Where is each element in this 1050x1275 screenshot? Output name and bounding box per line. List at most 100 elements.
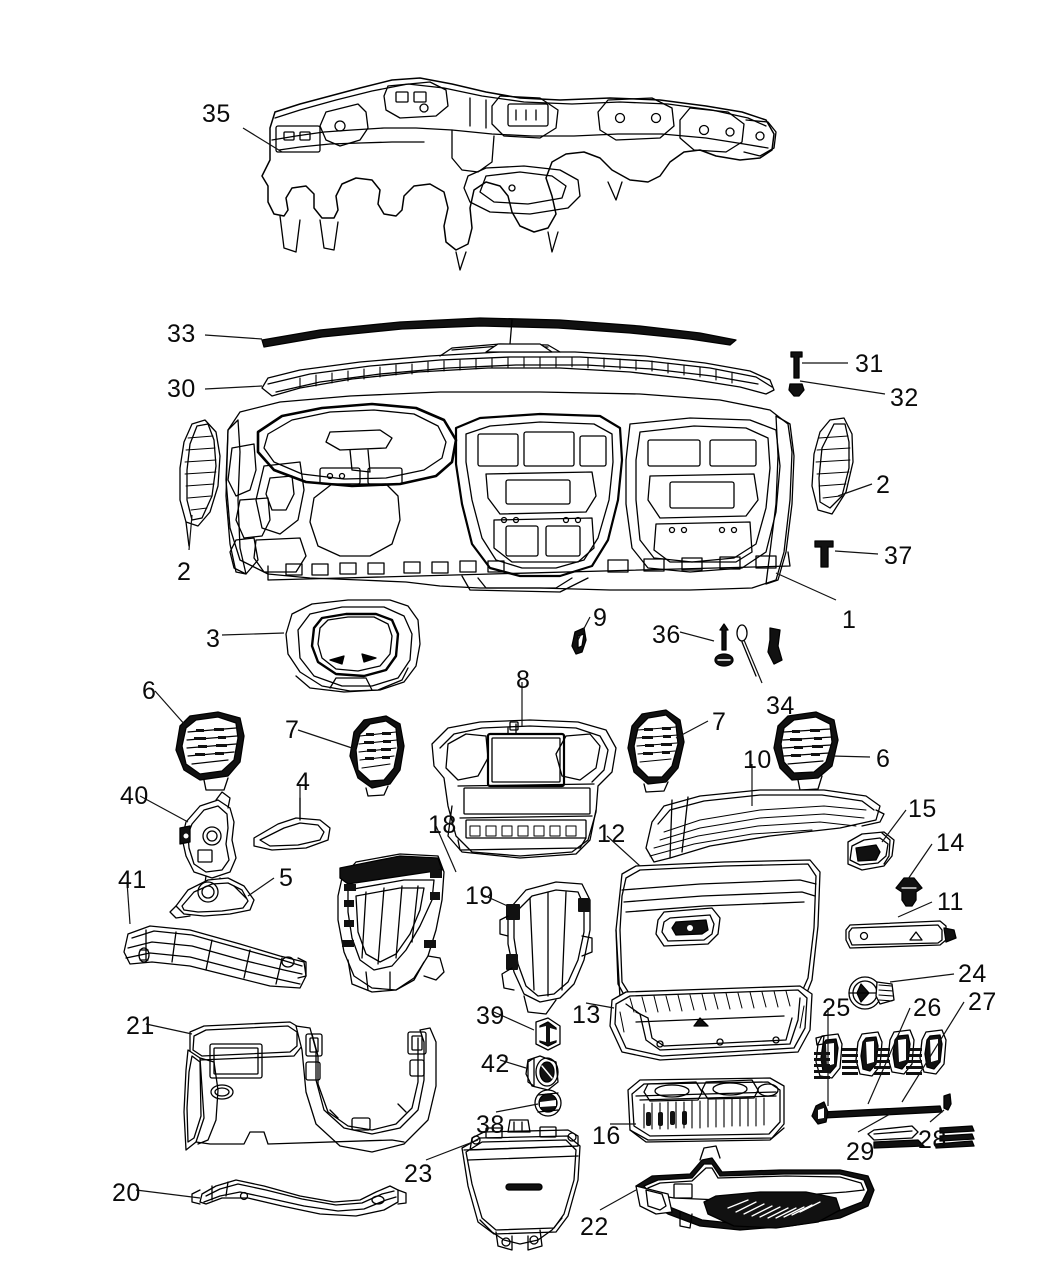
callout-11-striker-bar: 11	[937, 888, 964, 916]
part-22-console-bracket	[635, 1145, 875, 1231]
leader-line-28	[929, 1109, 945, 1123]
part-6-right-air-outlet	[773, 711, 839, 791]
callout-20-lower-crossmember-brace: 20	[112, 1179, 141, 1207]
callout-37-bolt: 37	[884, 542, 913, 570]
leader-line-14	[905, 843, 933, 883]
leader-line-5	[247, 877, 275, 897]
callout-14-push-pin: 14	[936, 829, 965, 857]
part-20-cross-brace	[191, 1179, 407, 1217]
callout-6-outboard-air-outlet-left: 6	[142, 677, 157, 705]
leader-line-6	[154, 690, 187, 727]
callout-38-socket-cap: 38	[476, 1111, 505, 1139]
callout-16-glove-box-damper-tray: 16	[592, 1122, 621, 1150]
callout-10-upper-glove-box-trim: 10	[743, 746, 772, 774]
leader-line-30	[204, 385, 263, 390]
part-8-center-stack-bezel	[431, 719, 617, 859]
part-37-bolt	[814, 540, 834, 568]
part-2-left-demister-duct	[179, 419, 221, 547]
leader-line-41	[126, 881, 131, 925]
part-35-crossbeam	[261, 77, 777, 271]
part-15-latch-handle	[847, 831, 895, 871]
callout-5-end-cap-trim: 5	[279, 864, 294, 892]
part-24-ignition-lock	[848, 976, 895, 1010]
part-7-right-air-outlet	[627, 709, 685, 793]
callout-31-screw: 31	[855, 350, 884, 378]
part-4-trim-cap	[253, 797, 331, 851]
leader-line-19	[480, 893, 513, 909]
leader-line-34	[743, 639, 763, 684]
part-2-right-demister-duct	[811, 417, 854, 515]
callout-28-clip-small: 28	[918, 1126, 947, 1154]
callout-1-instrument-panel-base-assembly: 1	[842, 606, 857, 634]
callout-33-upper-defroster-grille-seal: 33	[167, 320, 196, 348]
callout-8-center-stack-bezel: 8	[516, 666, 531, 694]
callout-2-side-window-demister-duct-left: 2	[177, 558, 192, 586]
callout-30-defroster-grille: 30	[167, 375, 196, 403]
leader-line-39	[493, 1011, 535, 1031]
leader-line-2	[837, 483, 873, 497]
part-31-screw	[790, 351, 803, 379]
callout-12-glove-box-door: 12	[597, 820, 626, 848]
leader-line-7	[297, 729, 353, 749]
part-33-seal-strip	[261, 317, 737, 348]
leader-line-7	[675, 720, 709, 739]
callout-15-glove-box-latch-handle: 15	[908, 795, 937, 823]
part-11-striker-bar	[845, 920, 957, 949]
leader-line-42	[499, 1059, 527, 1069]
callout-42-cigar-lighter-element: 42	[481, 1050, 510, 1078]
leader-line-1	[775, 572, 837, 601]
callout-25-spring-clip-a: 25	[822, 994, 851, 1022]
leader-line-15	[881, 809, 907, 843]
callout-40-latch-striker-bracket: 40	[120, 782, 149, 810]
part-38-socket-cap	[534, 1089, 562, 1117]
callout-32-push-pin-retainer: 32	[890, 384, 919, 412]
callout-26-spring-clip-b: 26	[913, 994, 942, 1022]
part-39-power-outlet	[535, 1017, 561, 1051]
part-19-knee-bolster-right	[499, 881, 593, 1015]
callout-18-knee-bolster-reinforcement-left: 18	[428, 811, 457, 839]
part-41-lower-beam	[123, 925, 307, 989]
leader-line-23	[425, 1139, 479, 1161]
callout-22-center-floor-console-bracket: 22	[580, 1213, 609, 1241]
part-16-damper-tray	[627, 1077, 785, 1143]
part-30-defroster-grille	[261, 319, 775, 397]
leader-line-21	[145, 1023, 193, 1035]
leader-line-40	[139, 795, 189, 823]
part-40-latch-bracket	[179, 791, 237, 893]
callout-7-center-air-outlet-right: 7	[712, 708, 727, 736]
callout-27-spring-clip-c: 27	[968, 988, 997, 1016]
leader-line-29	[857, 1113, 891, 1133]
callout-41-lower-reinforcement-beam: 41	[118, 866, 147, 894]
callout-29-retainer-strip: 29	[846, 1138, 875, 1166]
callout-23-storage-bin-module: 23	[404, 1160, 433, 1188]
part-42-lighter-element	[525, 1055, 559, 1091]
leader-line-2	[188, 514, 193, 551]
part-7-left-air-outlet	[349, 715, 405, 797]
callout-3-cluster-bezel: 3	[206, 625, 221, 653]
part-23-storage-bin	[461, 1119, 581, 1251]
callout-19-knee-bolster-panel-right: 19	[465, 882, 494, 910]
leader-line-11	[897, 901, 933, 918]
part-6-left-air-outlet	[175, 711, 245, 791]
part-10-upper-trim	[645, 789, 885, 863]
leader-line-18	[435, 825, 457, 873]
part-32-push-pin	[788, 383, 805, 397]
part-1-instrument-panel-base	[225, 391, 795, 593]
part-21-lower-column-cover	[183, 1021, 437, 1153]
callout-34-grommet: 34	[766, 692, 795, 720]
part-18-knee-bolster-left	[337, 853, 445, 993]
leader-line-36	[679, 631, 715, 642]
callout-21-lower-steering-column-cover: 21	[126, 1012, 155, 1040]
leader-line-38	[495, 1103, 539, 1113]
leader-line-20	[135, 1189, 201, 1199]
part-5-end-cap	[169, 877, 255, 919]
part-9-clip	[571, 627, 587, 655]
part-34-grommet	[736, 624, 757, 677]
part-36-stud-nut	[714, 623, 734, 667]
callout-24-ignition-lock-cylinder: 24	[958, 960, 987, 988]
callout-7-center-air-outlet-left: 7	[285, 716, 300, 744]
leader-line-24	[889, 973, 955, 983]
part-34-bracket	[767, 627, 783, 665]
